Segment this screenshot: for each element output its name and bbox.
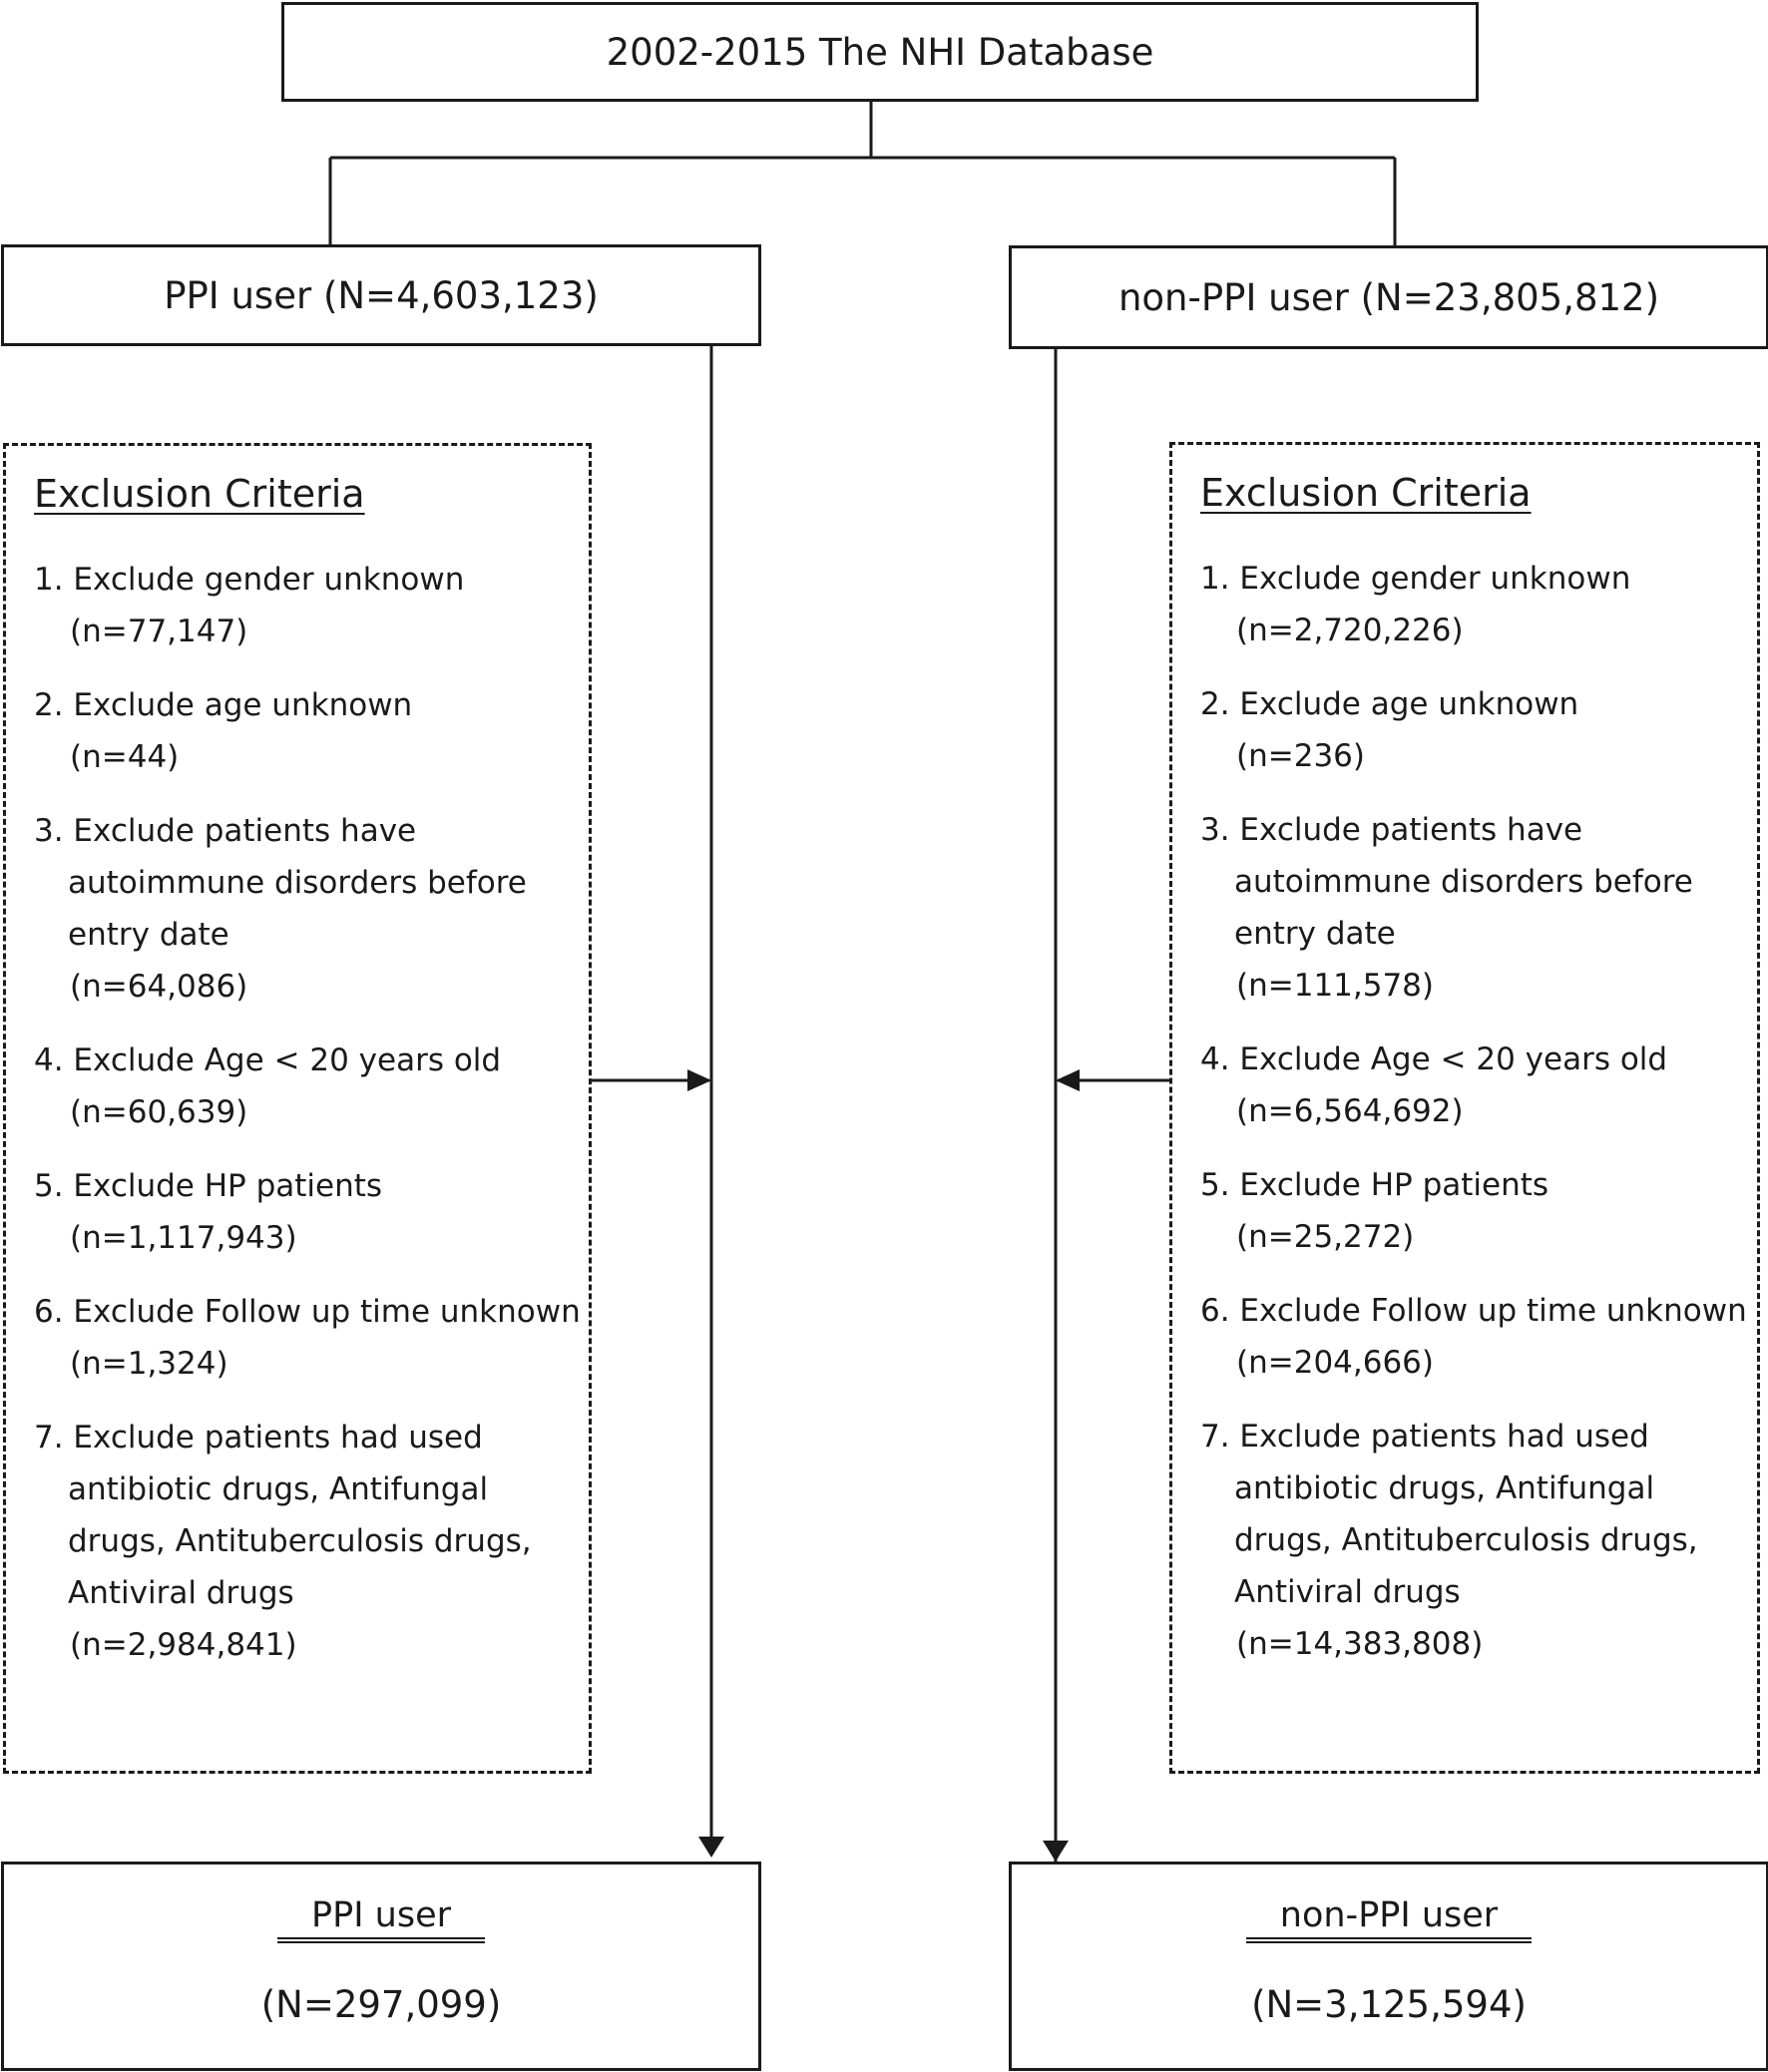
final-non-ppi-user-box: non-PPI user (N=3,125,594) [1009,1862,1768,2071]
list-item: 7. Exclude patients had used antibiotic … [1200,1419,1698,1662]
list-item: 3. Exclude patients have autoimmune diso… [1200,812,1693,1004]
list-item: 3. Exclude patients have autoimmune diso… [34,813,527,1005]
non-ppi-user-label: non-PPI user (N=23,805,812) [1117,275,1660,319]
list-item: 6. Exclude Follow up time unknown (n=1,3… [34,1294,581,1382]
exclusion-title-left: Exclusion Criteria [34,472,365,516]
final-ppi-user-count: (N=297,099) [260,1982,502,2026]
list-item: 4. Exclude Age < 20 years old (n=6,564,6… [1200,1041,1668,1129]
ppi-user-box: PPI user (N=4,603,123) [1,244,761,346]
list-item: 6. Exclude Follow up time unknown (n=204… [1200,1293,1747,1381]
exclusion-title-right: Exclusion Criteria [1200,471,1532,515]
exclusion-list-right: 1. Exclude gender unknown (n=2,720,226) … [1200,553,1747,1692]
list-item: 2. Exclude age unknown (n=44) [34,687,413,775]
non-ppi-user-box: non-PPI user (N=23,805,812) [1009,245,1768,349]
final-non-ppi-user-count: (N=3,125,594) [1251,1982,1527,2026]
exclusion-criteria-right: Exclusion Criteria 1. Exclude gender unk… [1169,442,1760,1774]
database-title: 2002-2015 The NHI Database [606,30,1154,74]
ppi-user-label: PPI user (N=4,603,123) [164,273,599,317]
list-item: 1. Exclude gender unknown (n=77,147) [34,562,465,649]
list-item: 4. Exclude Age < 20 years old (n=60,639) [34,1042,502,1130]
final-ppi-user-box: PPI user (N=297,099) [1,1862,761,2071]
exclusion-criteria-left: Exclusion Criteria 1. Exclude gender unk… [3,443,592,1774]
list-item: 1. Exclude gender unknown (n=2,720,226) [1200,561,1631,648]
final-ppi-user-label: PPI user [277,1895,485,1943]
database-box: 2002-2015 The NHI Database [281,2,1479,102]
exclusion-list-left: 1. Exclude gender unknown (n=77,147) 2. … [34,554,581,1693]
final-non-ppi-user-label: non-PPI user [1245,1895,1533,1943]
list-item: 2. Exclude age unknown (n=236) [1200,686,1579,774]
list-item: 5. Exclude HP patients (n=25,272) [1200,1167,1549,1255]
list-item: 7. Exclude patients had used antibiotic … [34,1420,532,1663]
list-item: 5. Exclude HP patients (n=1,117,943) [34,1168,383,1256]
